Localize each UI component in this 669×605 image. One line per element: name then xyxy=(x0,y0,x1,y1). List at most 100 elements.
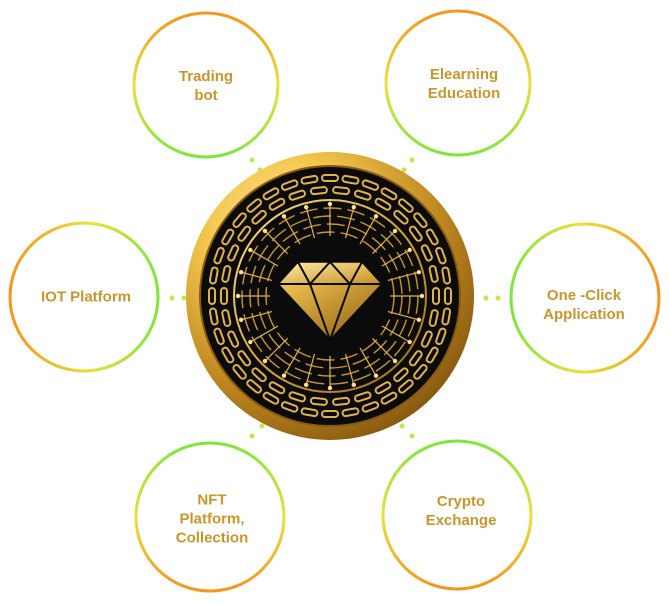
circuit-node xyxy=(392,228,398,234)
node-label-nft-platform-collection: NFT Platform, Collection xyxy=(175,491,249,547)
chain-link xyxy=(221,309,232,327)
chain-link xyxy=(413,364,428,380)
circuit-node xyxy=(416,269,422,275)
circuit-trace xyxy=(283,347,301,376)
circuit-trace xyxy=(372,230,396,254)
chain-link xyxy=(208,307,219,326)
chain-link xyxy=(288,391,306,403)
chain-link xyxy=(300,174,319,185)
chain-link xyxy=(232,212,247,228)
chain-link xyxy=(444,287,452,305)
node-ring-elearning-education xyxy=(384,9,532,157)
chain-link xyxy=(213,327,225,346)
chain-link xyxy=(321,174,339,182)
chain-link xyxy=(380,187,398,201)
chain-link xyxy=(208,266,219,285)
circuit-node xyxy=(238,269,244,275)
chain-link xyxy=(408,225,423,242)
node-ring-nft-platform-collection xyxy=(134,441,286,593)
circuit-node xyxy=(373,214,379,219)
chain-link xyxy=(262,187,280,201)
chain-link xyxy=(262,391,280,405)
chain-link xyxy=(220,287,228,305)
chain-link xyxy=(420,330,433,348)
circuit-trace xyxy=(387,271,420,282)
node-label-crypto-exchange: Crypto Exchange xyxy=(425,493,497,529)
circuit-trace xyxy=(305,206,316,239)
chain-link xyxy=(425,346,439,364)
circuit-node xyxy=(419,293,425,299)
chain-link xyxy=(332,396,351,406)
connector-dots xyxy=(169,157,501,439)
circuit-node xyxy=(303,382,309,388)
chain-link xyxy=(251,209,267,225)
chain-link xyxy=(428,309,439,327)
node-label-iot-platform: IOT Platform xyxy=(40,288,131,306)
chain-link xyxy=(246,198,262,213)
chain-link xyxy=(332,186,351,196)
chain-link xyxy=(361,401,380,413)
chain-link xyxy=(232,364,247,380)
diamond-coin-icon xyxy=(186,152,474,440)
circuit-trace xyxy=(250,325,279,343)
circuit-node xyxy=(351,382,357,388)
node-ring-trading-bot xyxy=(132,11,280,159)
circuit-trace xyxy=(240,271,273,282)
coin-circuit-lines xyxy=(235,201,425,391)
chain-link xyxy=(221,265,232,283)
chain-link xyxy=(309,396,328,406)
circuit-trace xyxy=(283,216,301,245)
chain-link xyxy=(354,189,372,201)
chain-link xyxy=(425,228,439,246)
circuit-trace xyxy=(344,353,355,386)
chain-link xyxy=(435,327,447,346)
chain-link xyxy=(341,407,360,418)
circuit-node xyxy=(262,358,268,364)
chain-link xyxy=(213,246,225,265)
chain-link xyxy=(398,198,414,213)
circuit-trace xyxy=(381,325,410,343)
chain-link xyxy=(420,244,433,262)
circuit-node xyxy=(281,373,287,378)
chain-link xyxy=(268,197,286,211)
circuit-node xyxy=(416,317,422,323)
circuit-node xyxy=(248,247,253,253)
chain-link xyxy=(268,381,286,395)
node-label-one-click-application: One -Click Application xyxy=(543,287,625,323)
chain-link xyxy=(361,179,380,191)
circuit-node xyxy=(281,214,287,219)
chain-link xyxy=(280,401,299,413)
chain-link xyxy=(227,244,240,262)
circuit-trace xyxy=(240,310,273,321)
chain-link xyxy=(321,410,339,418)
node-ring-one-click-application xyxy=(509,222,661,374)
node-ring-crypto-exchange xyxy=(381,439,533,591)
circuit-trace xyxy=(264,230,288,254)
chain-link xyxy=(435,246,447,265)
node-label-trading-bot: Trading bot xyxy=(178,68,234,104)
chain-link xyxy=(413,212,428,228)
circuit-trace xyxy=(359,347,377,376)
chain-link xyxy=(408,350,423,367)
chain-link xyxy=(309,186,328,196)
circuit-node xyxy=(373,373,379,378)
chain-link xyxy=(227,330,240,348)
chain-link xyxy=(246,379,262,394)
chain-link xyxy=(380,391,398,405)
diamond-gem-icon xyxy=(276,260,384,343)
circuit-trace xyxy=(372,338,396,362)
circuit-node xyxy=(392,358,398,364)
circuit-node xyxy=(238,317,244,323)
circuit-node xyxy=(235,293,241,299)
circuit-node xyxy=(327,385,333,391)
chain-link xyxy=(432,287,440,305)
chain-link xyxy=(237,225,252,242)
circuit-trace xyxy=(250,249,279,267)
circuit-trace xyxy=(359,216,377,245)
circuit-node xyxy=(327,201,333,207)
chain-link xyxy=(221,346,235,364)
chain-link xyxy=(393,367,409,383)
node-label-elearning-education: Elearning Education xyxy=(427,66,501,102)
